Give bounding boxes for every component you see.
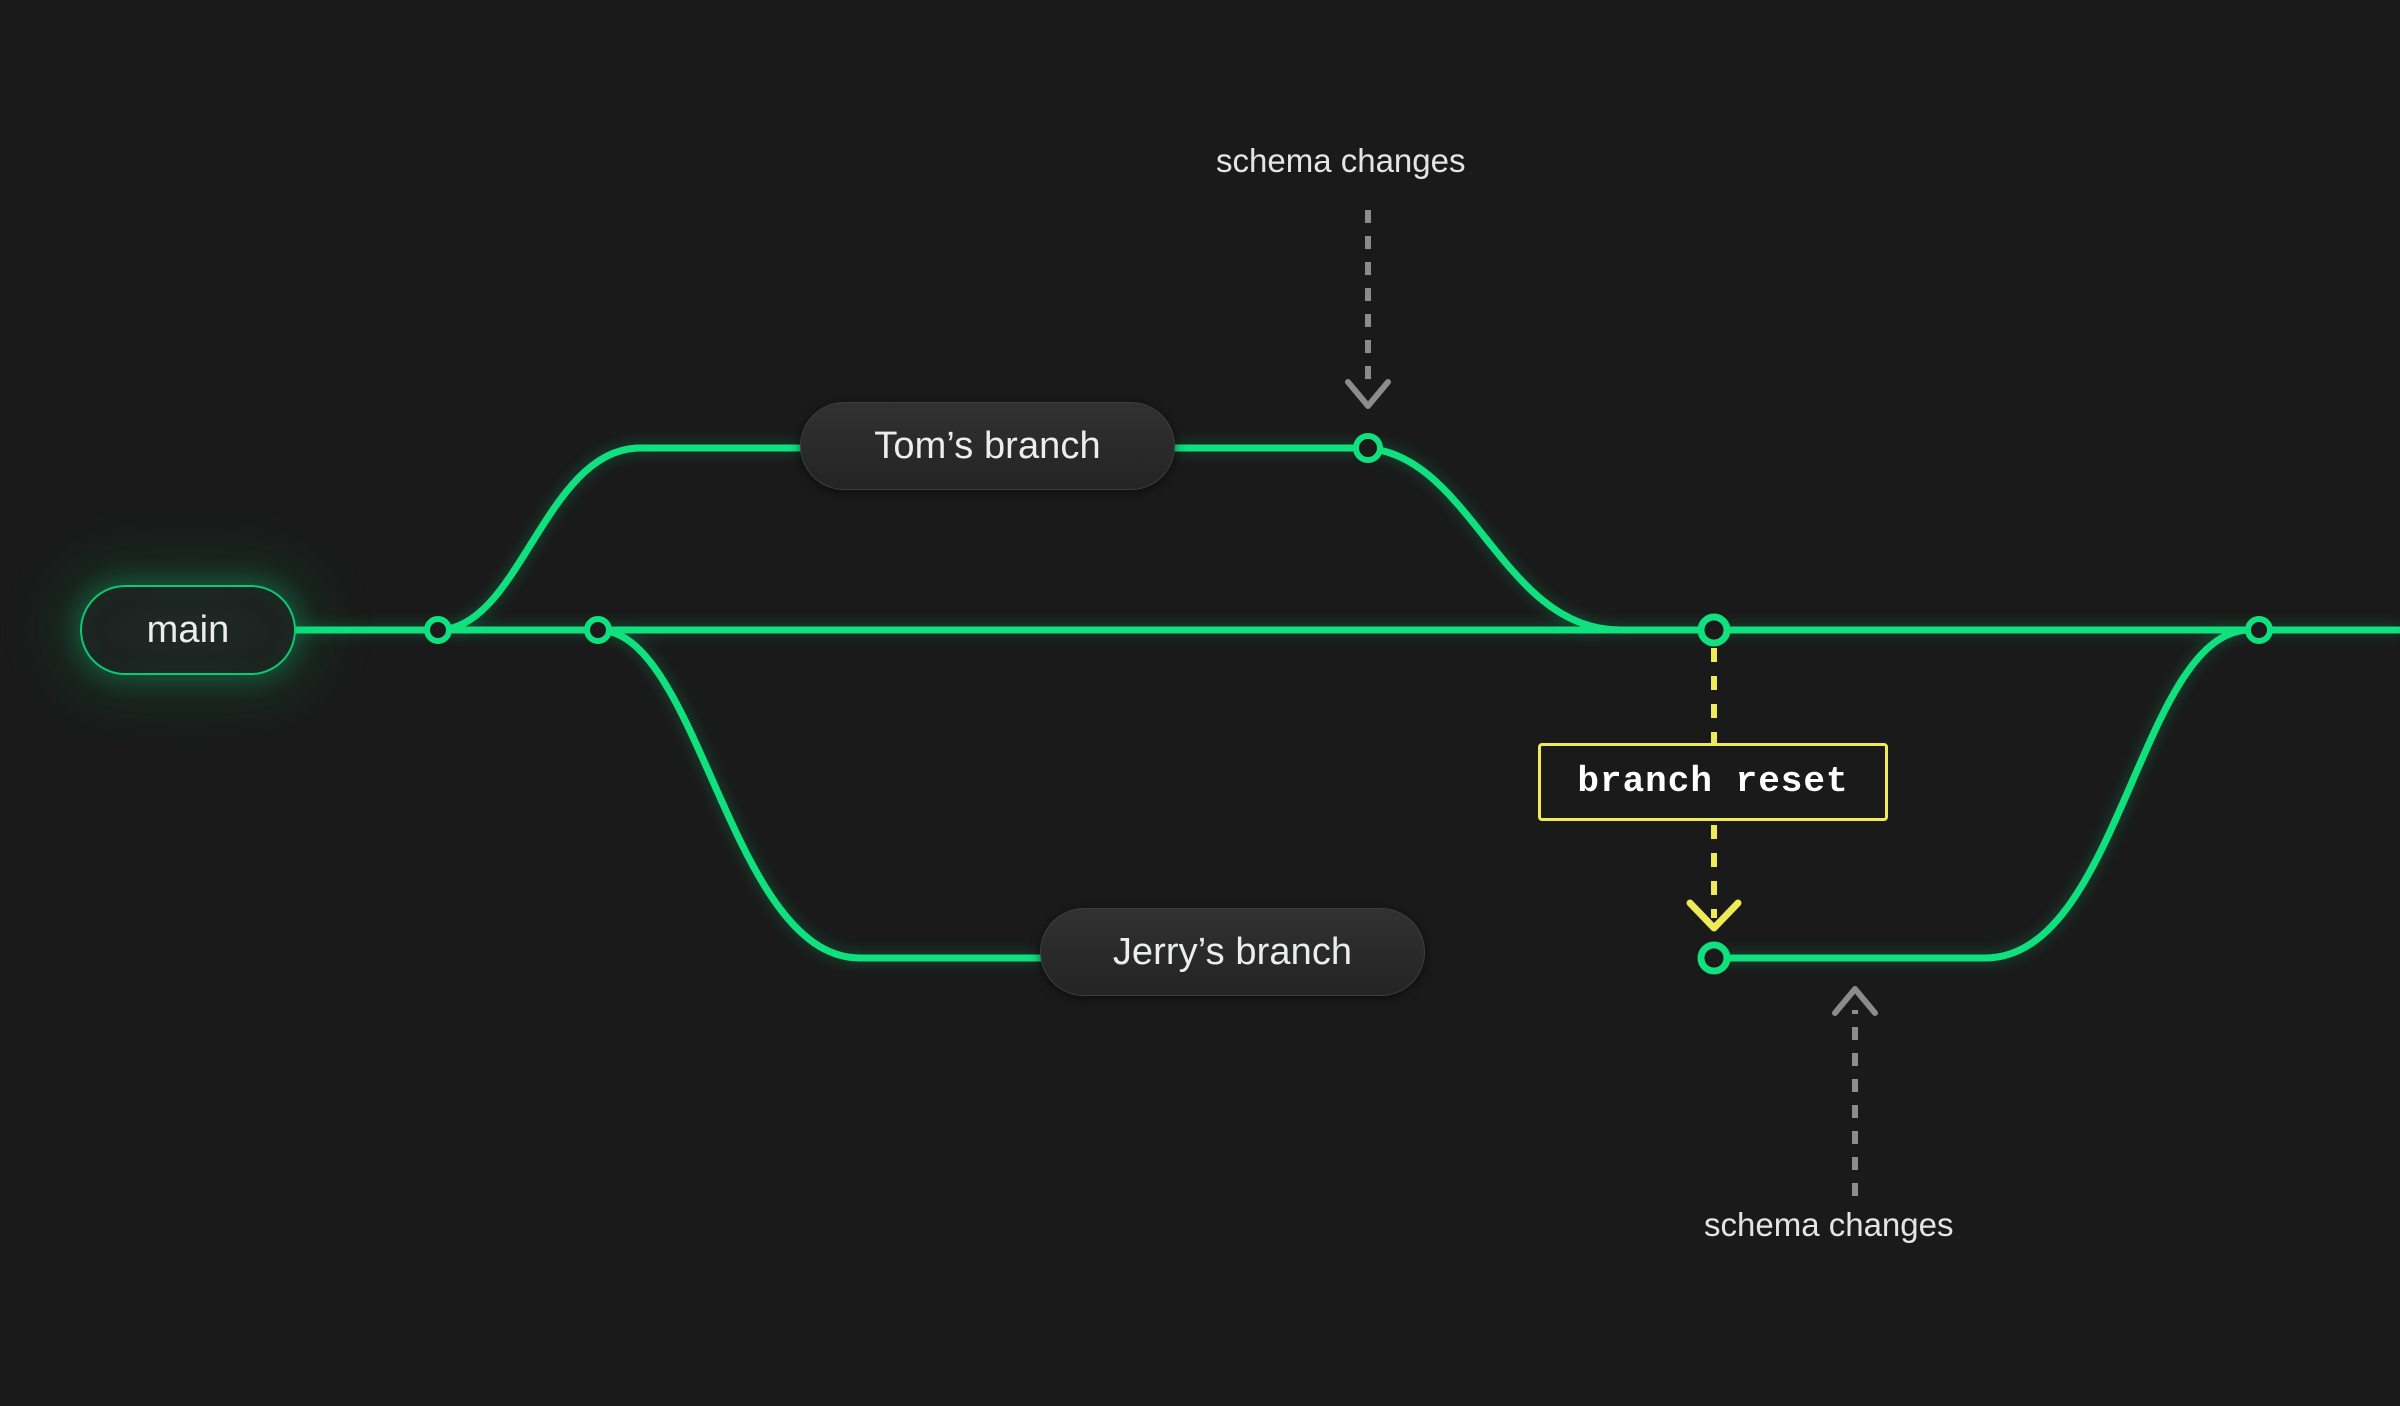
commit-node-jerry-reset[interactable]: [1697, 941, 1731, 975]
branch-pill-jerry[interactable]: Jerry’s branch: [1040, 908, 1425, 996]
branch-pill-tom[interactable]: Tom’s branch: [800, 402, 1175, 490]
jerry-branch-merge-line: [1710, 626, 2400, 962]
annotation-schema-changes-bottom: schema changes: [1704, 1206, 1954, 1243]
annotation-arrow-down-icon: [1345, 379, 1391, 409]
branch-reset-label: branch reset: [1577, 761, 1849, 802]
branch-reset-callout[interactable]: branch reset: [1538, 743, 1888, 821]
commit-node-main-fork-jerry[interactable]: [584, 616, 612, 644]
commit-node-main-merge-jerry[interactable]: [2245, 616, 2273, 644]
jerry-branch-fork-line: [594, 626, 1044, 962]
reset-arrowhead-icon: [1686, 899, 1742, 932]
annotation-leaders: [1345, 210, 1878, 1196]
commit-node-main-merge-tom[interactable]: [1697, 613, 1731, 647]
annotation-schema-changes-top: schema changes: [1216, 142, 1466, 179]
branch-pill-jerry-label: Jerry’s branch: [1112, 931, 1353, 973]
branch-pill-main[interactable]: main: [80, 585, 296, 675]
annotation-arrow-up-icon: [1832, 986, 1878, 1016]
tom-branch-merge-line: [1171, 444, 1718, 634]
commit-node-main-fork-tom[interactable]: [424, 616, 452, 644]
branch-pill-tom-label: Tom’s branch: [874, 425, 1101, 467]
commit-nodes: [424, 433, 2273, 975]
commit-node-tom-schema[interactable]: [1353, 433, 1383, 463]
branch-reset-connector: [1686, 648, 1742, 932]
tom-branch-fork-line: [434, 444, 804, 634]
branch-pill-main-label: main: [146, 609, 230, 651]
